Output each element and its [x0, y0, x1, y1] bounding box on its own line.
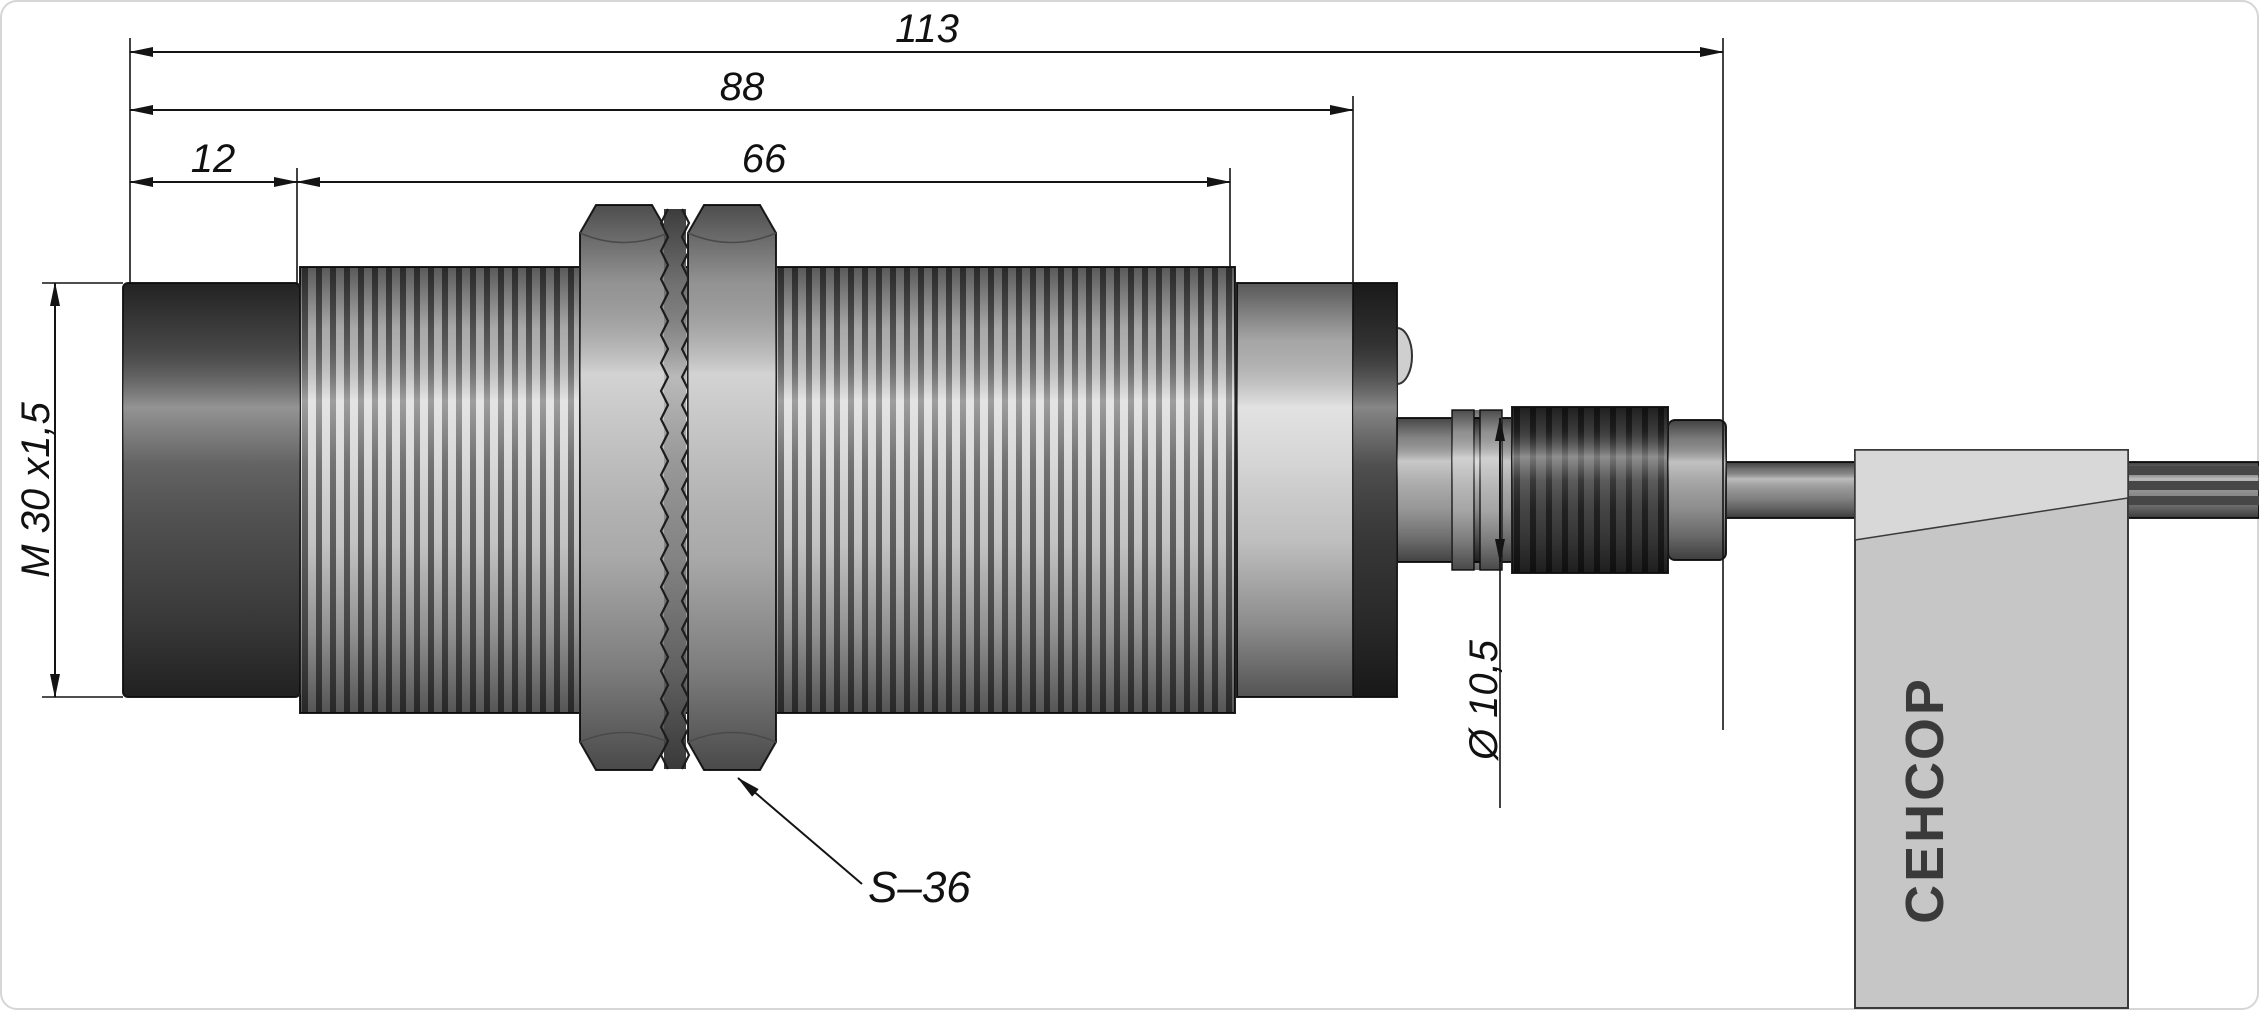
connector-ridges [1451, 409, 1503, 571]
rear-housing [1236, 282, 1354, 698]
connector-knurl [1511, 406, 1669, 574]
rear-dark-ring [1352, 282, 1398, 698]
dimension-thread-spec: M 30 x1,5 [14, 282, 61, 698]
nut-size-callout: S–36 [737, 777, 971, 912]
dim-thread-length-value: 66 [742, 137, 787, 181]
hex-nut-rear [687, 204, 777, 771]
dimension-connector-diameter: Ø 10,5 [1462, 417, 1506, 808]
brand-label: СЕНСОР [1895, 676, 1955, 924]
dim-housing-length-value: 88 [720, 65, 765, 109]
connector-diameter-label: Ø 10,5 [1462, 639, 1506, 762]
nut-size-label: S–36 [868, 863, 971, 912]
dimension-thread-length: 66 [296, 137, 1231, 187]
dimension-head-length: 12 [129, 137, 298, 187]
connector-sleeve [1667, 419, 1727, 561]
label-flag: СЕНСОР [1854, 449, 2129, 1009]
extension-lines [42, 38, 1724, 730]
thread-spec-label: M 30 x1,5 [14, 401, 58, 577]
dimension-overall-length: 113 [129, 7, 1724, 57]
cable-wires [2128, 466, 2259, 505]
dimension-housing-length: 88 [129, 65, 1354, 115]
dim-overall-length-value: 113 [895, 7, 959, 51]
dim-head-length-value: 12 [191, 137, 236, 181]
flag-fold [1854, 449, 2129, 541]
hex-nut-front [579, 204, 669, 771]
sensing-face [122, 282, 301, 698]
lock-washer [659, 208, 691, 770]
